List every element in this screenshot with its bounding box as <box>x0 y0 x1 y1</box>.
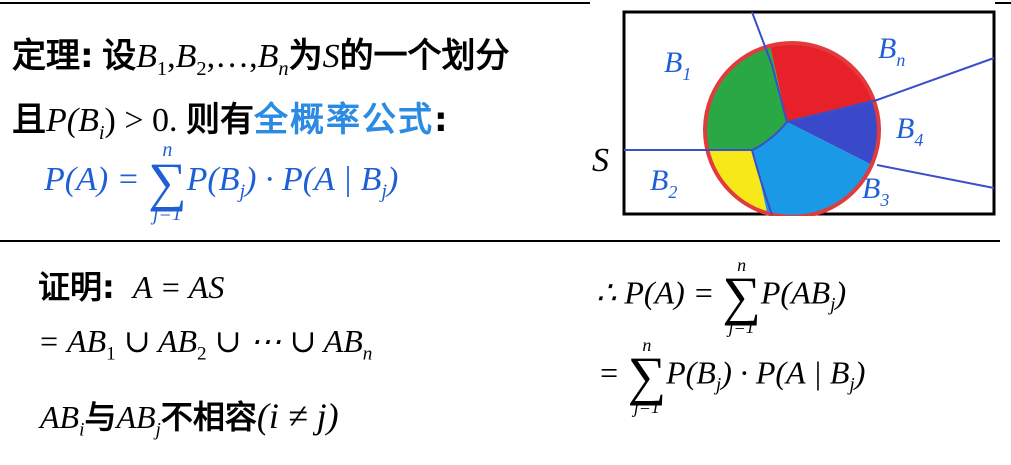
top-rule <box>0 2 590 4</box>
main-formula: P(A) = n ∑ j=1 P(Bj) · P(A | Bj) <box>44 139 399 225</box>
proof-label: 证明 <box>38 268 103 306</box>
label-bn: Bn <box>878 32 905 70</box>
space-label: S <box>592 142 609 179</box>
event-a-outline <box>703 41 881 216</box>
partition-lines <box>624 11 995 216</box>
label-b2: B2 <box>650 164 677 202</box>
theorem-set-word: 设 <box>102 36 137 76</box>
label-b1: B1 <box>664 46 691 84</box>
result-line-1: ∴ P(A) = n ∑ j=1 P(ABj) <box>596 255 847 337</box>
region-red <box>762 43 879 122</box>
main-sum: n ∑ j=1 <box>148 139 187 225</box>
divider-rule <box>0 240 1000 242</box>
region-blue <box>787 100 879 175</box>
top-rule-right <box>995 2 1011 4</box>
partition-diagram: B1 Bn B4 B2 B3 <box>622 10 996 216</box>
label-b3: B3 <box>862 172 889 210</box>
theorem-line-2: 且P(Bi) > 0. 则有全概率公式: <box>12 100 448 144</box>
proof-line-2: = AB1 ∪ AB2 ∪ ⋯ ∪ ABn <box>38 323 373 365</box>
result-line-2: = n ∑ j=1 P(Bj) · P(A | Bj) <box>598 335 866 417</box>
label-b4: B4 <box>896 112 923 150</box>
formula-name: 全概率公式 <box>254 100 435 140</box>
theorem-line-1: 定理: 设B1,B2,…,Bn为S的一个划分 <box>12 36 510 80</box>
proof-line-3: ABi与ABj不相容(i ≠ j) <box>40 396 339 441</box>
proof-line-1: 证明: A = AS <box>38 268 225 306</box>
theorem-label: 定理 <box>12 36 80 76</box>
